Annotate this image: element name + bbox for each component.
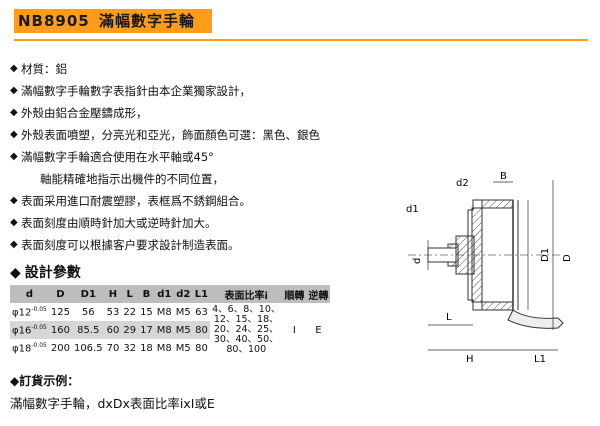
list-item: ◆滿幅數字手輪數字表指針由本企業獨家設計， bbox=[10, 80, 370, 102]
cell: 56 bbox=[81, 306, 95, 318]
cw-cell: I bbox=[292, 324, 296, 336]
dim-label: d2 bbox=[456, 178, 469, 189]
list-item: ◆表面采用進口耐震塑膠，表框爲不銹鋼組合。 bbox=[10, 190, 370, 212]
cell: 70 bbox=[106, 342, 120, 354]
product-title: 滿幅數字手輪 bbox=[98, 12, 195, 30]
cell: 63 bbox=[195, 306, 208, 318]
cell: M8 bbox=[156, 342, 172, 354]
cell: 17 bbox=[140, 324, 153, 336]
diamond-bullet-icon: ◆ bbox=[10, 374, 20, 388]
cell: M5 bbox=[175, 306, 191, 318]
list-item-continuation: 軸能精確地指示出機件的不同位置， bbox=[40, 172, 224, 186]
diamond-bullet-icon: ◆ bbox=[10, 63, 18, 74]
cell: 15 bbox=[140, 306, 153, 318]
spec-table: d D D1 H L B d1 d2 L1 表面比率i 順轉 逆轉 φ12-0.… bbox=[10, 285, 331, 357]
list-item: ◆外殼表面噴塑，分亮光和亞光，飾面顏色可選：黑色、銀色 bbox=[10, 124, 370, 146]
diamond-bullet-icon: ◆ bbox=[10, 85, 18, 96]
table-row: φ12-0.05 125 56 53 22 15 M8 M5 63 4、6、8、… bbox=[10, 303, 331, 355]
dim-label: D1 bbox=[540, 248, 551, 262]
cell: 85.5 bbox=[77, 324, 100, 336]
dim-label: d1 bbox=[406, 204, 419, 215]
dim-label: L bbox=[446, 312, 452, 323]
dim-label: D bbox=[562, 254, 573, 262]
diamond-bullet-icon: ◆ bbox=[10, 151, 18, 162]
cell-d: φ16-0.05 bbox=[12, 323, 47, 337]
page-header: NB8905 滿幅數字手輪 bbox=[0, 6, 600, 41]
col-header: L bbox=[126, 288, 133, 300]
list-item: ◆表面刻度由順時針加大或逆時針加大。 bbox=[10, 212, 370, 234]
cell-d: φ18-0.05 bbox=[12, 341, 47, 355]
diamond-bullet-icon: ◆ bbox=[10, 239, 18, 250]
cell: 22 bbox=[123, 306, 137, 318]
model-number: NB8905 bbox=[18, 12, 90, 30]
dim-label: L1 bbox=[534, 354, 546, 365]
ccw-cell: E bbox=[315, 324, 322, 336]
spec-section-title: ◆設計參數 bbox=[10, 265, 81, 281]
cell: 125 bbox=[50, 306, 70, 318]
diamond-bullet-icon: ◆ bbox=[10, 107, 18, 118]
col-header: L1 bbox=[194, 288, 209, 300]
cell: 106.5 bbox=[73, 342, 103, 354]
feature-list: ◆材質：鋁 ◆滿幅數字手輪數字表指針由本企業獨家設計， ◆外殼由鋁合金壓鑄成形，… bbox=[10, 58, 370, 256]
cell: 160 bbox=[50, 324, 70, 336]
cell: 200 bbox=[50, 342, 70, 354]
list-item: ◆表面刻度可以根據客户要求設計制造表面。 bbox=[10, 234, 370, 256]
col-header: B bbox=[142, 288, 151, 300]
cell-d: φ12-0.05 bbox=[12, 305, 47, 319]
diamond-bullet-icon: ◆ bbox=[10, 217, 18, 228]
technical-drawing: B d2 d1 d D1 D L H L1 bbox=[406, 171, 573, 365]
dim-label: H bbox=[466, 354, 474, 365]
dim-label: B bbox=[500, 171, 507, 182]
diamond-bullet-icon: ◆ bbox=[10, 265, 21, 281]
list-item: ◆外殼由鋁合金壓鑄成形， bbox=[10, 102, 370, 124]
col-header: d2 bbox=[176, 288, 191, 300]
diamond-bullet-icon: ◆ bbox=[10, 195, 18, 206]
header-rule bbox=[14, 39, 588, 41]
handle-icon bbox=[507, 309, 564, 329]
cell: M8 bbox=[156, 306, 172, 318]
cell: 80 bbox=[195, 342, 208, 354]
col-header: 表面比率i bbox=[224, 290, 268, 302]
col-header: 逆轉 bbox=[308, 290, 329, 302]
ratio-cell: 4、6、8、10、 12、15、18、 20、24、25、 30、40、50、 … bbox=[212, 304, 281, 355]
title-banner: NB8905 滿幅數字手輪 bbox=[14, 9, 212, 33]
cell: 80 bbox=[195, 324, 208, 336]
col-header: 順轉 bbox=[284, 290, 305, 302]
list-item: ◆材質：鋁 bbox=[10, 58, 370, 80]
cell: 53 bbox=[106, 306, 120, 318]
cell: M5 bbox=[175, 324, 191, 336]
cell: 18 bbox=[140, 342, 153, 354]
dim-label: d bbox=[412, 258, 423, 264]
diamond-bullet-icon: ◆ bbox=[10, 129, 18, 140]
table-header-row: d D D1 H L B d1 d2 L1 表面比率i 順轉 逆轉 bbox=[10, 285, 331, 303]
col-header: D1 bbox=[80, 288, 96, 300]
col-header: D bbox=[56, 288, 65, 300]
cell: 60 bbox=[106, 324, 120, 336]
order-example: 滿幅數字手輪，dxDx表面比率ixI或E bbox=[10, 396, 215, 411]
order-section-title: ◆訂貨示例： bbox=[10, 374, 80, 388]
col-header: d bbox=[25, 288, 34, 300]
col-header: H bbox=[108, 288, 118, 300]
list-item: ◆滿幅數字手輪適合使用在水平軸或45° bbox=[10, 146, 370, 168]
cell: 32 bbox=[123, 342, 137, 354]
cell: M5 bbox=[175, 342, 191, 354]
cell: M8 bbox=[156, 324, 172, 336]
col-header: d1 bbox=[157, 288, 172, 300]
cell: 29 bbox=[123, 324, 137, 336]
